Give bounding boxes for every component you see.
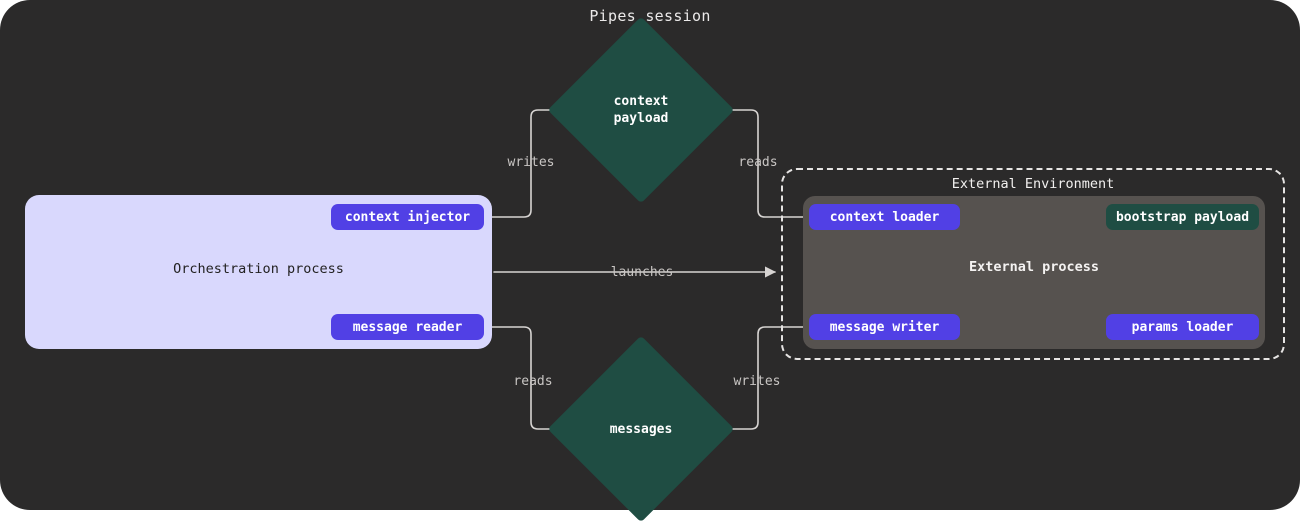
store-messages-label: messages xyxy=(575,363,707,495)
store-messages[interactable]: messages xyxy=(547,335,735,522)
edge-label-launches-external-process: launches xyxy=(610,265,674,280)
external-environment-box: External Environment xyxy=(781,168,1285,360)
store-context-payload-label: context payload xyxy=(575,44,707,176)
external-environment-label: External Environment xyxy=(951,176,1115,192)
external-process-label: External process xyxy=(968,259,1100,275)
asset-params-loader[interactable]: params loader xyxy=(1106,314,1259,340)
edge-label-writes-context-payload: writes xyxy=(507,155,555,170)
edge-label-reads-context-payload: reads xyxy=(738,155,778,170)
edge-label-reads-messages: reads xyxy=(513,374,553,389)
asset-bootstrap-payload[interactable]: bootstrap payload xyxy=(1106,204,1259,230)
asset-message-reader[interactable]: message reader xyxy=(331,314,484,340)
store-messages-line1: messages xyxy=(609,421,673,437)
asset-context-loader[interactable]: context loader xyxy=(809,204,960,230)
store-context-payload[interactable]: context payload xyxy=(547,16,735,204)
asset-message-writer[interactable]: message writer xyxy=(809,314,960,340)
edge-label-writes-messages: writes xyxy=(733,374,781,389)
store-context-payload-line1: context xyxy=(613,94,669,109)
page-title: Pipes session xyxy=(589,7,711,25)
store-context-payload-line2: payload xyxy=(613,111,669,126)
orchestration-process-label: Orchestration process xyxy=(173,261,344,277)
asset-context-injector[interactable]: context injector xyxy=(331,204,484,230)
